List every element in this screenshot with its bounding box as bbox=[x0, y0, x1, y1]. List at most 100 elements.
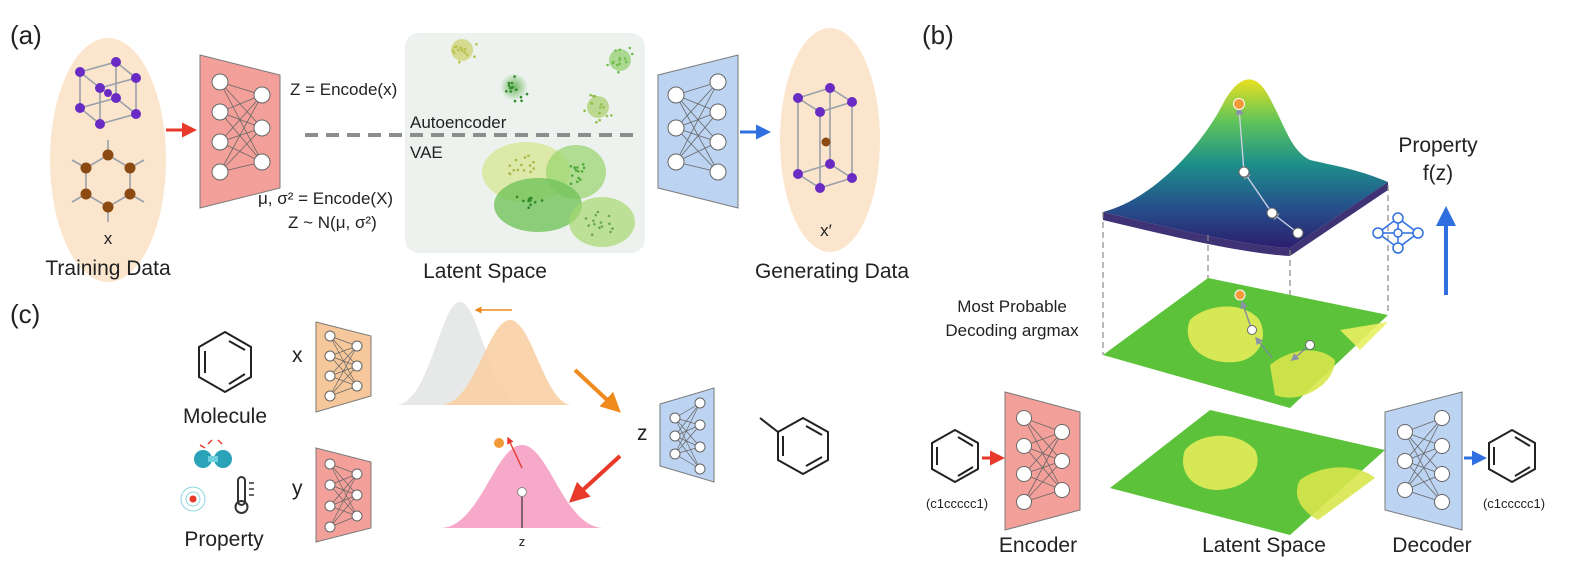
latent-dot bbox=[593, 94, 597, 98]
property-label-line1: Property bbox=[1398, 134, 1478, 157]
latent-dot bbox=[599, 221, 603, 224]
latent-dot bbox=[569, 165, 573, 168]
latent-dot bbox=[456, 48, 460, 52]
latent-dot bbox=[473, 55, 476, 58]
latent-dot bbox=[514, 158, 518, 162]
latent-dot bbox=[463, 47, 467, 51]
latent-dot bbox=[507, 81, 511, 85]
latent-dot bbox=[528, 164, 532, 167]
arrow-z-to-property bbox=[569, 454, 622, 503]
surface-point-3 bbox=[1238, 166, 1250, 178]
latent-dot bbox=[540, 199, 544, 202]
latent-dot bbox=[577, 176, 580, 180]
latent-dot bbox=[631, 52, 634, 56]
latent-dot bbox=[580, 170, 584, 173]
latent-dot bbox=[581, 163, 585, 166]
latent-space-label-a: Latent Space bbox=[423, 260, 547, 283]
latent-dot bbox=[628, 46, 632, 50]
latent-dot bbox=[512, 168, 516, 172]
benzene-input-icon bbox=[931, 428, 979, 484]
encoder-label: Encoder bbox=[999, 534, 1077, 557]
training-data-label: Training Data bbox=[45, 257, 171, 280]
latent-dot bbox=[522, 169, 526, 172]
latent-dot bbox=[520, 99, 523, 103]
encode-mu-sigma-equation: μ, σ² = Encode(X) bbox=[258, 189, 393, 208]
smiles-input-label: (c1ccccc1) bbox=[926, 496, 988, 511]
latent-dot bbox=[510, 81, 514, 85]
vae-label: VAE bbox=[410, 143, 443, 162]
latent-dot bbox=[596, 210, 600, 214]
latent-dot bbox=[583, 109, 586, 113]
panel-label-a: (a) bbox=[10, 20, 42, 50]
latent-dot bbox=[461, 49, 464, 52]
shifted-gaussian bbox=[440, 320, 572, 405]
latent-dot bbox=[625, 60, 628, 64]
latent-plane-decoding bbox=[1103, 278, 1388, 408]
latent-dot bbox=[507, 84, 511, 87]
latent-dot bbox=[523, 156, 527, 159]
latent-dot bbox=[513, 75, 516, 78]
latent-dot bbox=[595, 120, 598, 124]
benzene-output-icon bbox=[1488, 428, 1536, 484]
panel-label-c: (c) bbox=[10, 299, 40, 329]
encoder-network-b bbox=[1004, 391, 1081, 531]
latent-plane-bottom bbox=[1110, 410, 1385, 535]
latent-dot bbox=[511, 86, 514, 89]
y-encoder-network bbox=[315, 447, 372, 543]
y-input-label: y bbox=[292, 477, 303, 500]
generating-data-label: Generating Data bbox=[755, 260, 909, 283]
decoder-network-a bbox=[657, 54, 739, 209]
latent-dot bbox=[578, 178, 582, 181]
latent-dot bbox=[465, 53, 469, 57]
latent-dot bbox=[453, 51, 456, 55]
latent-dot bbox=[606, 63, 609, 67]
latent-dot bbox=[509, 90, 512, 93]
decoding-argmax-label: Decoding argmax bbox=[945, 321, 1079, 340]
latent-dot bbox=[527, 199, 530, 203]
latent-dot bbox=[451, 49, 455, 52]
latent-dot bbox=[574, 169, 578, 172]
latent-dot bbox=[576, 170, 580, 173]
latent-dot bbox=[618, 48, 622, 52]
latent-dot bbox=[576, 166, 579, 169]
latent-dot bbox=[600, 103, 603, 106]
arrow-x-to-z bbox=[573, 368, 621, 413]
hexagonal-molecule-icon bbox=[71, 140, 145, 222]
latent-dot bbox=[475, 42, 478, 46]
latent-dot bbox=[527, 206, 530, 209]
latent-dot bbox=[463, 51, 467, 54]
plane-point-1 bbox=[1305, 340, 1315, 350]
latent-dot bbox=[590, 233, 594, 236]
latent-dot bbox=[584, 217, 588, 220]
latent-dot bbox=[529, 203, 532, 206]
property-surface bbox=[1103, 79, 1388, 256]
sample-z-equation: Z ~ N(μ, σ²) bbox=[288, 213, 377, 232]
encode-z-equation: Z = Encode(x) bbox=[290, 80, 397, 99]
latent-dot bbox=[513, 99, 517, 103]
latent-dot bbox=[618, 62, 621, 66]
latent-dot bbox=[590, 101, 593, 105]
surface-point-2 bbox=[1266, 207, 1278, 219]
latent-dot bbox=[611, 227, 614, 230]
latent-dot bbox=[516, 168, 520, 172]
generated-crystal-icon bbox=[793, 83, 857, 193]
z-axis-label: z bbox=[519, 534, 526, 549]
latent-dot bbox=[458, 60, 461, 64]
latent-dot bbox=[623, 57, 627, 60]
latent-dot bbox=[598, 118, 601, 122]
latent-dot bbox=[587, 224, 590, 227]
sample-point bbox=[517, 487, 527, 497]
latent-scatter-dots bbox=[451, 42, 634, 236]
latent-dot bbox=[616, 63, 619, 67]
most-probable-label: Most Probable bbox=[957, 297, 1067, 316]
encoder-network-a bbox=[199, 54, 281, 209]
latent-dot bbox=[599, 106, 602, 109]
latent-dot bbox=[525, 92, 529, 96]
latent-dot bbox=[576, 180, 579, 184]
latent-dot bbox=[520, 163, 523, 167]
latent-dot bbox=[593, 222, 596, 226]
latent-dot bbox=[569, 182, 573, 185]
latent-dot bbox=[617, 70, 620, 74]
toluene-molecule-icon bbox=[759, 416, 829, 476]
